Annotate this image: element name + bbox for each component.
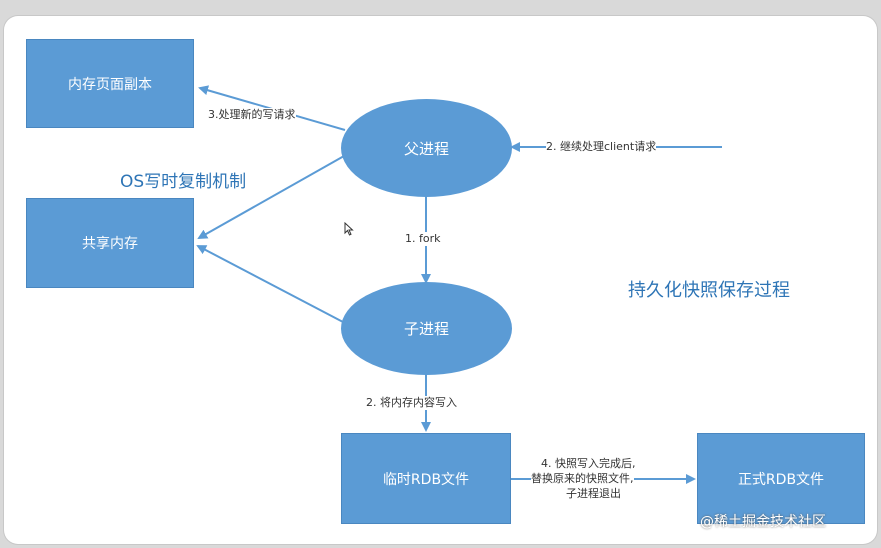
- replace-label-line3: 子进程退出: [566, 487, 621, 501]
- parent-process-node: 父进程: [341, 99, 512, 197]
- child-process-node: 子进程: [341, 282, 512, 375]
- temp-rdb-node: 临时RDB文件: [341, 433, 511, 524]
- diagram-title: 持久化快照保存过程: [628, 280, 790, 301]
- memory-copy-node: 内存页面副本: [26, 39, 194, 128]
- final-rdb-node: 正式RDB文件: [697, 433, 865, 524]
- continue-client-label: 2. 继续处理client请求: [546, 140, 657, 154]
- child-shared-arrow: [196, 245, 344, 323]
- cow-note: OS写时复制机制: [120, 172, 247, 192]
- parent-shared-arrow: [197, 155, 345, 239]
- watermark: @稀土掘金技术社区: [700, 514, 826, 530]
- shared-memory-node: 共享内存: [26, 198, 194, 288]
- mouse-cursor-icon: [344, 222, 354, 236]
- handle-write-label: 3.处理新的写请求: [208, 108, 296, 122]
- replace-label-line1: 4. 快照写入完成后,: [541, 457, 636, 471]
- fork-label: 1. fork: [405, 232, 441, 246]
- write-memory-label: 2. 将内存内容写入: [366, 396, 457, 410]
- replace-label-line2: 替换原来的快照文件,: [531, 472, 634, 486]
